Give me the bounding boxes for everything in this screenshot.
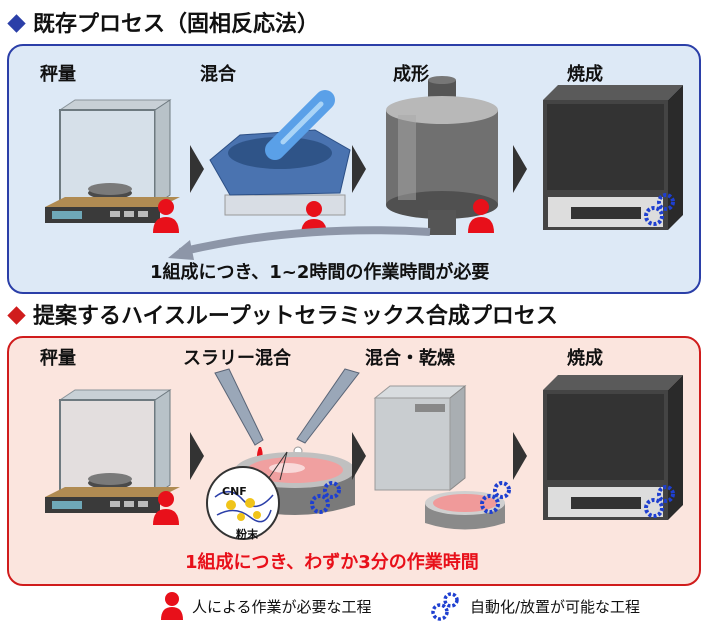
gear-auto-icon	[310, 481, 341, 514]
flow-arrow-icon	[190, 145, 204, 193]
balance-illustration	[45, 99, 180, 223]
step-weighing-label: 秤量	[40, 64, 76, 85]
step-weighing-label: 秤量	[40, 348, 76, 369]
section2-title: 提案するハイスループットセラミックス合成プロセス	[6, 298, 558, 330]
mortar-illustration	[209, 90, 351, 216]
human-work-icon	[468, 199, 494, 233]
step-mixing-label: 混合	[200, 64, 236, 85]
flow-arrow-icon	[513, 432, 527, 480]
mixer-dryer-illustration	[373, 384, 505, 530]
human-work-legend-icon	[161, 592, 183, 620]
gear-auto-icon	[480, 481, 511, 514]
inset-label-cnf: CNF	[222, 485, 247, 498]
step-mixing-drying-label: 混合・乾燥	[365, 348, 455, 369]
flow-arrow-icon	[190, 432, 204, 480]
inset-label-powder: 粉末	[236, 528, 258, 541]
proposed-process-note: 1組成につき、わずか3分の作業時間	[185, 552, 479, 573]
legend-auto-label: 自動化/放置が可能な工程	[470, 598, 641, 616]
furnace-illustration	[543, 85, 683, 230]
balance-illustration	[45, 389, 180, 513]
human-work-icon	[153, 491, 179, 525]
flow-arrow-icon	[352, 145, 366, 193]
furnace-illustration	[543, 375, 683, 520]
gear-auto-icon	[644, 485, 675, 518]
step-forming-label: 成形	[393, 64, 429, 85]
step-sintering-label: 焼成	[567, 64, 603, 85]
return-arrow-icon	[168, 226, 431, 260]
flow-arrow-icon	[513, 145, 527, 193]
gear-auto-icon	[644, 193, 675, 226]
flow-arrow-icon	[352, 432, 366, 480]
press-die-illustration	[386, 76, 498, 235]
slurry-mixing-illustration	[206, 368, 360, 540]
existing-process-note: 1組成につき、1~2時間の作業時間が必要	[150, 262, 490, 283]
step-slurry-mixing-label: スラリー混合	[183, 348, 291, 369]
step-sintering-label: 焼成	[567, 348, 603, 369]
diamond-bullet-icon	[7, 14, 26, 33]
legend-human-label: 人による作業が必要な工程	[192, 598, 372, 616]
diamond-bullet-icon	[7, 306, 26, 325]
section1-title: 既存プロセス（固相反応法）	[6, 6, 319, 38]
gear-auto-legend-icon	[431, 592, 459, 621]
human-work-icon	[153, 199, 179, 233]
